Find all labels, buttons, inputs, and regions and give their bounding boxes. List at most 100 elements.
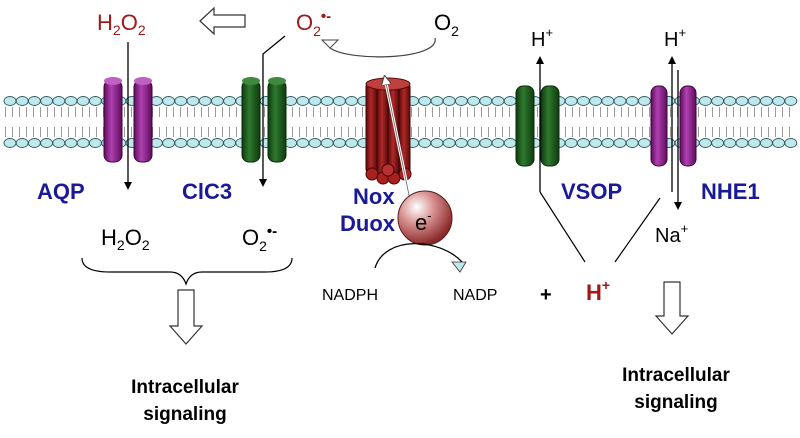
lipid-head	[296, 138, 310, 148]
lipid-head	[40, 96, 54, 106]
superoxide-intracellular-label: O2•-	[242, 223, 277, 254]
lipid-head	[186, 138, 200, 148]
lipid-head	[589, 96, 603, 106]
lipid-head	[162, 138, 176, 148]
lipid-head	[601, 96, 615, 106]
clc3-cap-right	[268, 77, 286, 85]
nox-helix-1	[365, 81, 378, 175]
electron-transfer-outline	[385, 78, 411, 201]
lipid-head	[747, 138, 761, 148]
lipid-head	[479, 96, 493, 106]
vsop-helix-left	[515, 85, 535, 167]
lipid-head	[784, 96, 798, 106]
lipid-head	[491, 96, 505, 106]
proton-line-nhe1	[614, 197, 661, 263]
signaling-left-line2: signaling	[143, 404, 226, 425]
lipid-head	[698, 96, 712, 106]
proton-line-vsop	[539, 191, 586, 263]
lipid-head	[320, 138, 334, 148]
lipid-head	[772, 138, 786, 148]
h2o2-intracellular-label: H2O2	[101, 225, 150, 253]
lipid-head	[198, 96, 212, 106]
electron-label: e-	[415, 208, 432, 235]
vsop-label: VSOP	[561, 179, 622, 204]
lipid-head	[491, 138, 505, 148]
lipid-head	[637, 138, 651, 148]
aqp-cap-left	[104, 77, 122, 85]
lipid-head	[15, 96, 29, 106]
lipid-head	[723, 138, 737, 148]
lipid-head	[735, 138, 749, 148]
duox-label: Duox	[340, 211, 396, 236]
lipid-head	[430, 138, 444, 148]
lipid-head	[308, 96, 322, 106]
lipid-head	[772, 96, 786, 106]
clc3-channel	[241, 77, 287, 163]
lipid-head	[345, 138, 359, 148]
lipid-head	[711, 138, 725, 148]
lipid-head	[296, 96, 310, 106]
lipid-head	[40, 138, 54, 148]
lipid-head	[503, 96, 517, 106]
lipid-head	[613, 138, 627, 148]
nhe1-helix-left	[650, 85, 668, 167]
hollow-arrow-down-right-icon	[654, 281, 690, 335]
nadp-label: NADP	[453, 287, 497, 304]
lipid-head	[223, 96, 237, 106]
nox-label: Nox	[353, 184, 395, 209]
lipid-head	[430, 96, 444, 106]
nhe1-helix-right	[679, 85, 697, 167]
curved-arrowhead	[320, 39, 340, 49]
lipid-head	[210, 96, 224, 106]
lipid-head	[320, 96, 334, 106]
lipid-head	[442, 138, 456, 148]
lipid-head	[15, 138, 29, 148]
lipid-head	[88, 138, 102, 148]
lipid-head	[698, 138, 712, 148]
plus-sign: +	[540, 284, 552, 306]
lipid-head	[784, 138, 798, 148]
nadph-curve-arrow	[374, 242, 463, 269]
lipid-head	[589, 138, 603, 148]
lipid-head	[345, 96, 359, 106]
lipid-head	[27, 96, 41, 106]
proton-extracellular-left-label: H+	[531, 25, 553, 51]
lipid-head	[723, 96, 737, 106]
lipid-head	[52, 96, 66, 106]
oxygen-label: O2	[434, 10, 459, 39]
lipid-head	[637, 96, 651, 106]
lipid-head	[576, 138, 590, 148]
lipid-head	[223, 138, 237, 148]
lipid-head	[711, 96, 725, 106]
lipid-heads-upper	[3, 96, 798, 106]
hollow-arrow-down-left-icon	[168, 289, 204, 345]
nhe1-label: NHE1	[701, 179, 760, 204]
lipid-head	[418, 138, 432, 148]
lipid-head	[601, 138, 615, 148]
lipid-head	[735, 96, 749, 106]
lipid-head	[747, 96, 761, 106]
aqp-helix-right	[133, 79, 153, 163]
lipid-head	[576, 96, 590, 106]
lipid-head	[3, 96, 17, 106]
signaling-right-line1: Intracellular	[622, 365, 730, 386]
aqp-label: AQP	[37, 179, 85, 204]
lipid-head	[625, 138, 639, 148]
lipid-head	[174, 138, 188, 148]
lipid-head	[198, 138, 212, 148]
lipid-head	[52, 138, 66, 148]
lipid-head	[64, 138, 78, 148]
lipid-head	[27, 138, 41, 148]
curved-arrow-icon	[329, 37, 436, 58]
clc3-flux-arrow	[259, 35, 286, 187]
vsop-helix-right	[540, 85, 560, 167]
nadph-label: NADPH	[322, 287, 378, 304]
superoxide-extracellular-label: O2•-	[296, 8, 331, 39]
brace-icon	[81, 257, 293, 286]
hollow-arrow-left-icon	[199, 6, 246, 36]
lipid-head	[174, 96, 188, 106]
lipid-head	[467, 96, 481, 106]
lipid-head	[479, 138, 493, 148]
lipid-head	[162, 96, 176, 106]
lipid-head	[76, 96, 90, 106]
